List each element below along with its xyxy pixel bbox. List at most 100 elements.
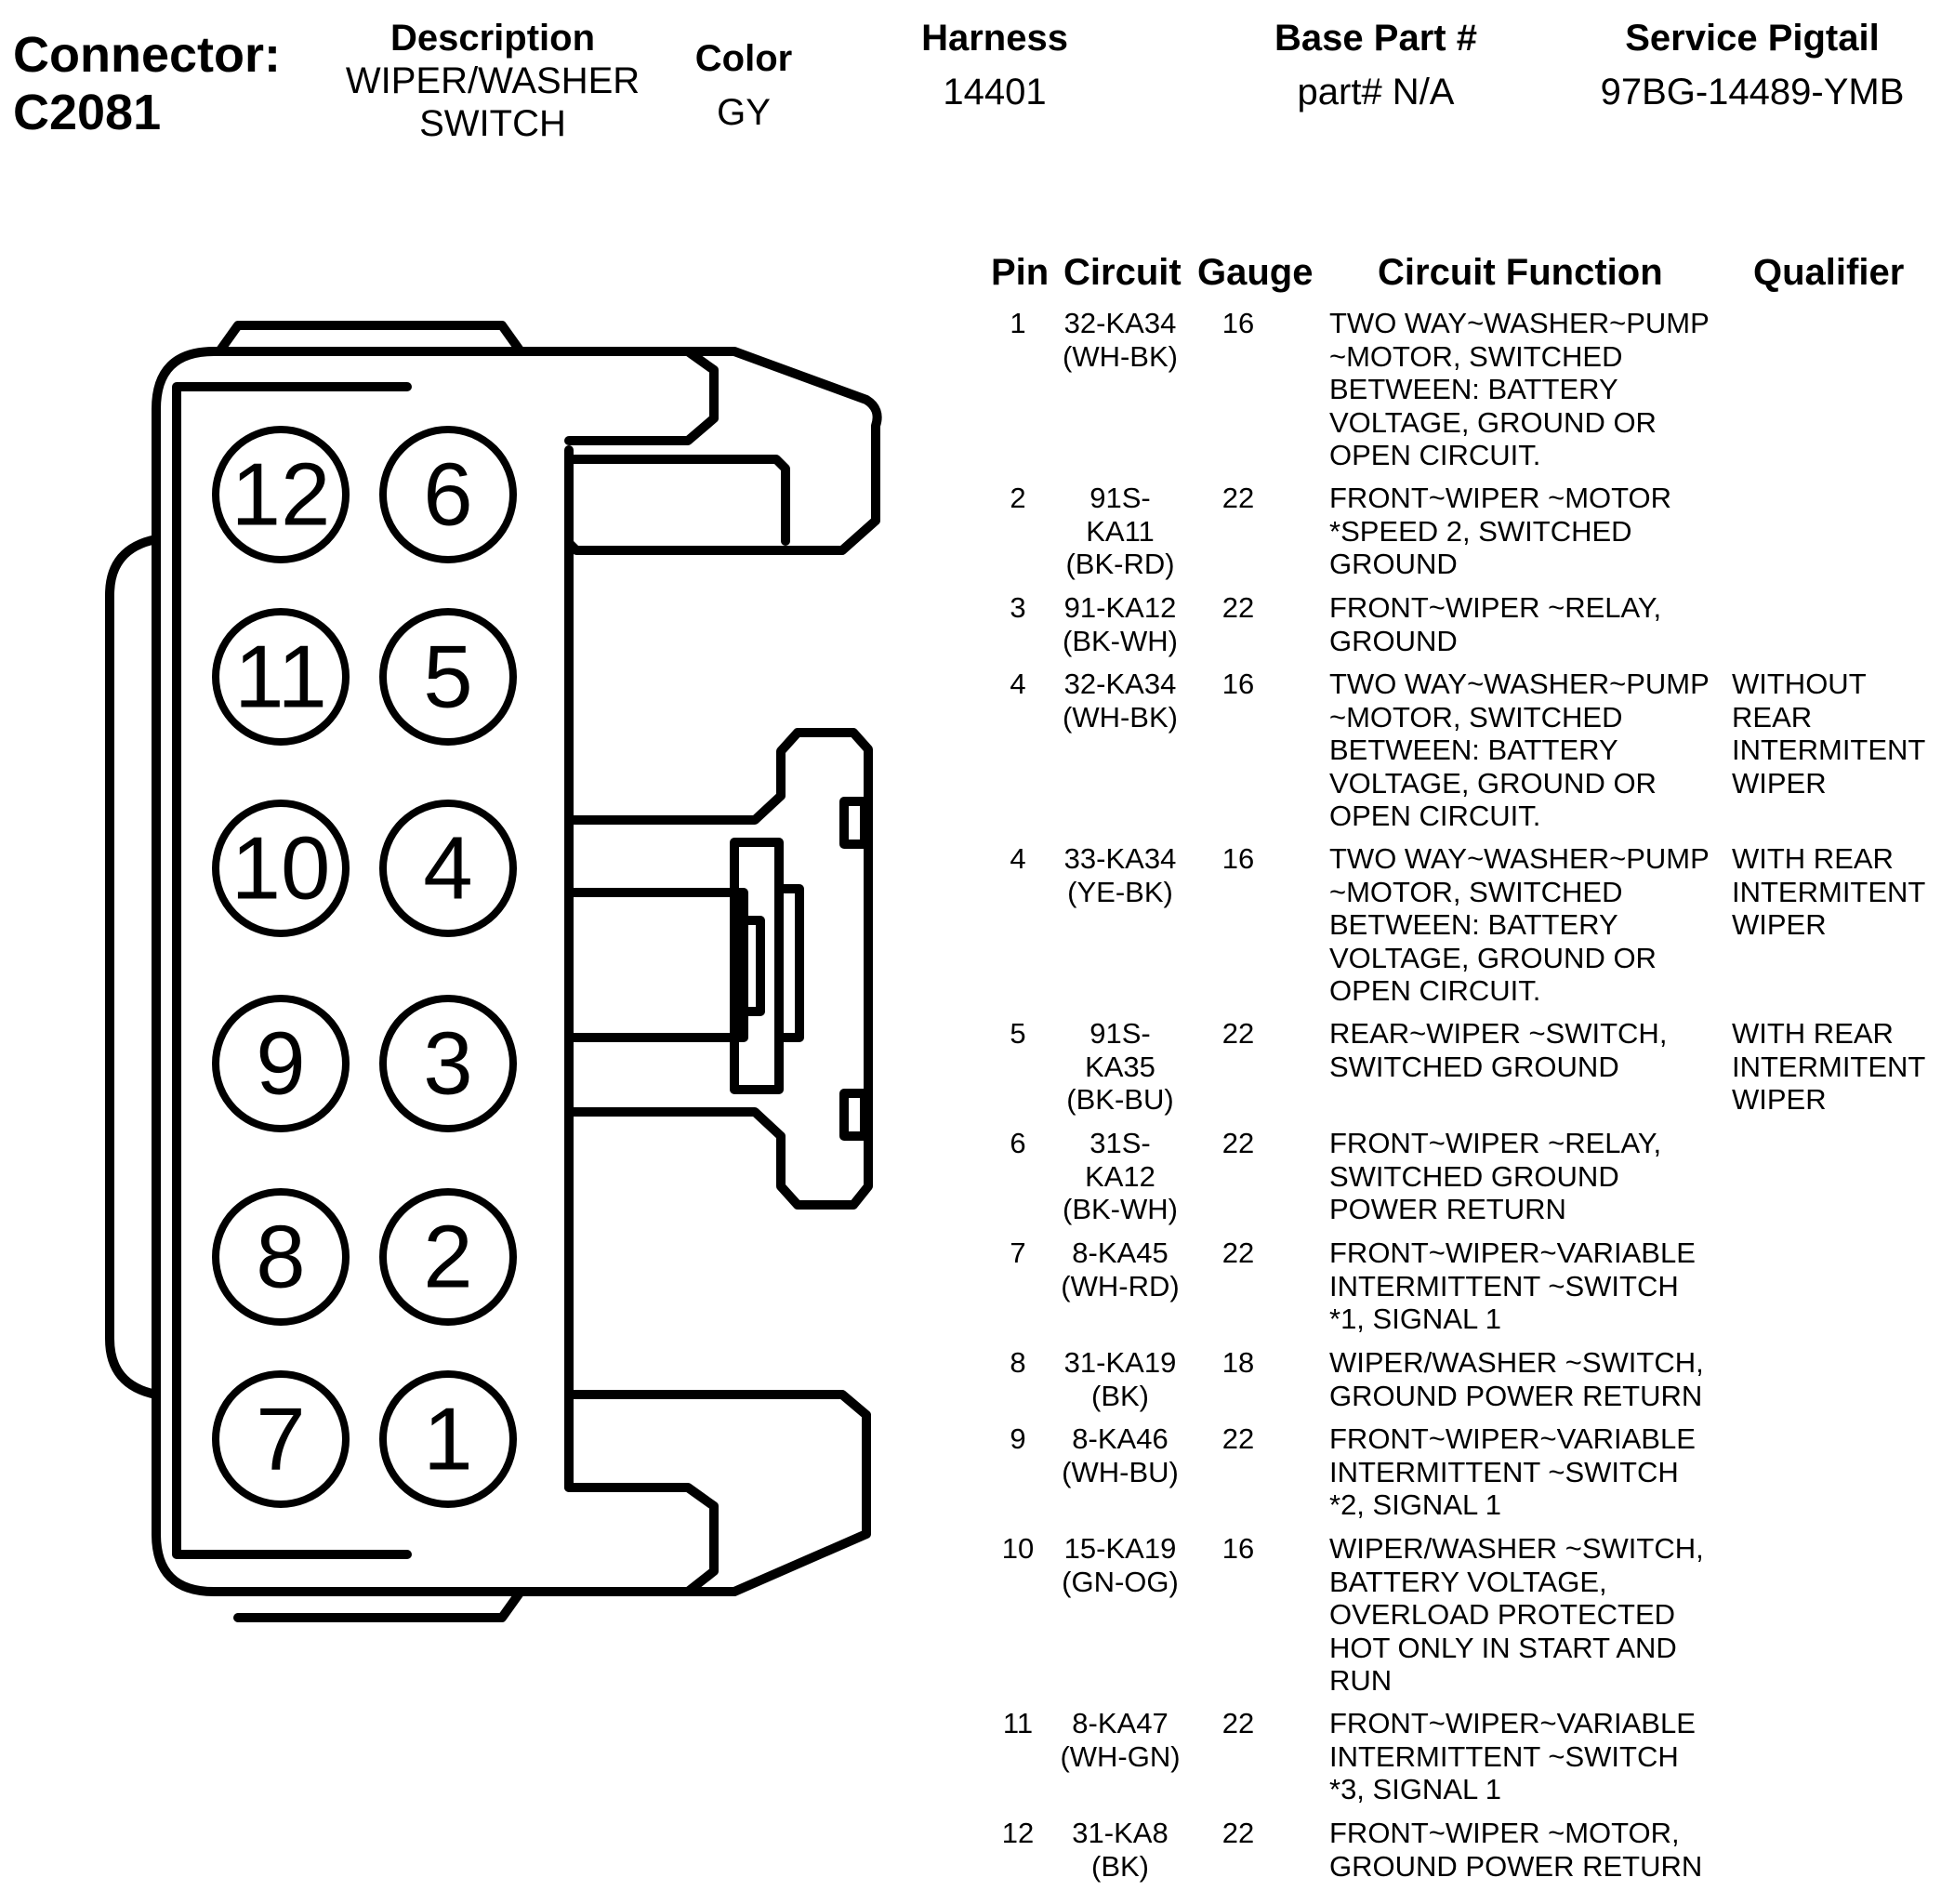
pin-number: 9 — [256, 1014, 305, 1114]
pin-4: 4 — [379, 800, 517, 937]
cell-pin: 3 — [1010, 591, 1026, 624]
pin-1: 1 — [379, 1370, 517, 1508]
cell-pin: 12 — [1001, 1817, 1035, 1849]
cell-circuit: 32-KA34 (WH-BK) — [1063, 307, 1178, 373]
cell-function: FRONT~WIPER~VARIABLE INTERMITTENT ~SWITC… — [1329, 1707, 1696, 1805]
locking-tab-notch — [739, 916, 765, 1016]
cell-function: FRONT~WIPER ~RELAY, SWITCHED GROUND POWE… — [1329, 1127, 1662, 1225]
pin-circle — [212, 608, 350, 746]
pin-number: 11 — [234, 628, 327, 727]
harness-value: 14401 — [943, 72, 1047, 112]
pin-number: 7 — [256, 1390, 305, 1489]
cell-pin: 5 — [1010, 1017, 1026, 1050]
pin-7: 7 — [212, 1370, 350, 1508]
bottom-latch-step — [564, 1483, 719, 1596]
cell-pin: 8 — [1010, 1346, 1026, 1379]
cell-circuit: 33-KA34 (YE-BK) — [1063, 842, 1177, 908]
connector-face-diagram: 12 11 10 9 8 7 6 5 — [105, 321, 882, 1622]
pin-11: 11 — [212, 608, 350, 746]
cell-circuit: 31-KA19 (BK) — [1063, 1346, 1177, 1412]
cell-circuit: 31-KA8 (BK) — [1072, 1817, 1169, 1883]
cell-gauge: 22 — [1221, 1707, 1255, 1739]
cell-gauge: 16 — [1221, 1532, 1255, 1565]
cell-pin: 4 — [1010, 668, 1026, 700]
cell-gauge: 22 — [1221, 482, 1255, 514]
cell-gauge: 22 — [1221, 1017, 1255, 1050]
cell-function: REAR~WIPER ~SWITCH, SWITCHED GROUND — [1329, 1017, 1668, 1083]
cell-circuit: 31S- KA12 (BK-WH) — [1063, 1127, 1178, 1225]
locking-tab-lower-nub — [839, 1089, 869, 1141]
description-label: Description — [390, 18, 596, 59]
cell-function: FRONT~WIPER~VARIABLE INTERMITTENT ~SWITC… — [1329, 1236, 1696, 1335]
cell-function: TWO WAY~WASHER~PUMP ~MOTOR, SWITCHED BET… — [1329, 307, 1710, 471]
cell-gauge: 16 — [1221, 668, 1255, 700]
col-header-circuit: Circuit — [1063, 252, 1182, 293]
connector-id: C2081 — [13, 85, 162, 140]
col-header-circuit-function: Circuit Function — [1378, 252, 1663, 293]
cell-function: WIPER/WASHER ~SWITCH, BATTERY VOLTAGE, O… — [1329, 1532, 1704, 1697]
cell-pin: 4 — [1010, 842, 1026, 875]
pin-10: 10 — [212, 800, 350, 937]
cell-function: FRONT~WIPER~VARIABLE INTERMITTENT ~SWITC… — [1329, 1422, 1696, 1521]
cell-circuit: 8-KA45 (WH-RD) — [1061, 1236, 1180, 1302]
pin-circle — [379, 1370, 517, 1508]
side-bump — [105, 535, 161, 1399]
cell-function: FRONT~WIPER ~RELAY, GROUND — [1329, 591, 1662, 657]
cell-circuit: 15-KA19 (GN-OG) — [1062, 1532, 1179, 1598]
cell-circuit: 91S- KA35 (BK-BU) — [1066, 1017, 1174, 1116]
housing-body — [152, 347, 871, 1596]
pin-circle — [379, 1188, 517, 1326]
cell-pin: 1 — [1010, 307, 1026, 339]
service-pigtail-label: Service Pigtail — [1625, 18, 1880, 59]
top-latch-step — [564, 347, 719, 445]
base-part-value: part# N/A — [1297, 72, 1455, 112]
pin-12: 12 — [212, 426, 350, 563]
cell-gauge: 16 — [1221, 842, 1255, 875]
pin-number: 2 — [423, 1208, 472, 1307]
pin-number: 8 — [256, 1208, 305, 1307]
pin-circle — [212, 995, 350, 1132]
locking-tab-slot — [730, 838, 784, 1094]
cell-gauge: 22 — [1221, 591, 1255, 624]
description-block: Description WIPER/WASHER SWITCH — [321, 17, 665, 145]
cell-function: TWO WAY~WASHER~PUMP ~MOTOR, SWITCHED BET… — [1329, 668, 1710, 832]
cell-function: WIPER/WASHER ~SWITCH, GROUND POWER RETUR… — [1329, 1346, 1704, 1412]
cell-circuit: 32-KA34 (WH-BK) — [1063, 668, 1178, 734]
pin-circle — [212, 800, 350, 937]
connector-title: Connector: C2081 — [13, 26, 281, 141]
pin-number: 10 — [231, 819, 331, 919]
cell-qualifier: WITH REAR INTERMITENT WIPER — [1732, 842, 1926, 941]
pin-circle — [379, 995, 517, 1132]
bottom-tab — [233, 1587, 525, 1622]
cell-pin: 11 — [1002, 1707, 1034, 1739]
locking-tab — [564, 728, 873, 1210]
harness-label: Harness — [921, 18, 1068, 59]
cell-gauge: 16 — [1221, 307, 1255, 339]
cell-function: FRONT~WIPER ~MOTOR *SPEED 2, SWITCHED GR… — [1329, 482, 1672, 580]
cell-circuit: 8-KA46 (WH-BU) — [1062, 1422, 1179, 1488]
cell-pin: 7 — [1010, 1236, 1026, 1269]
cell-qualifier: WITH REAR INTERMITENT WIPER — [1732, 1017, 1926, 1116]
harness-block: Harness 14401 — [874, 17, 1116, 113]
cell-circuit: 91-KA12 (BK-WH) — [1063, 591, 1178, 657]
pin-number: 6 — [423, 445, 472, 545]
cell-gauge: 22 — [1221, 1236, 1255, 1269]
cell-circuit: 8-KA47 (WH-GN) — [1060, 1707, 1181, 1773]
base-part-block: Base Part # part# N/A — [1236, 17, 1515, 113]
locking-tab-upper-nub — [839, 797, 869, 849]
cell-qualifier: WITHOUT REAR INTERMITENT WIPER — [1732, 668, 1926, 800]
cell-gauge: 22 — [1221, 1127, 1255, 1159]
pin-left-column: 12 11 10 9 8 7 — [212, 426, 350, 1508]
cell-function: TWO WAY~WASHER~PUMP ~MOTOR, SWITCHED BET… — [1329, 842, 1710, 1007]
pin-6: 6 — [379, 426, 517, 563]
cell-gauge: 18 — [1221, 1346, 1255, 1379]
pin-number: 5 — [423, 628, 472, 727]
connector-housing-outline — [105, 321, 882, 1622]
cell-function: FRONT~WIPER ~MOTOR, GROUND POWER RETURN — [1329, 1817, 1703, 1883]
pin-right-column: 6 5 4 3 2 1 — [379, 426, 517, 1508]
color-label: Color — [694, 38, 793, 79]
pin-5: 5 — [379, 608, 517, 746]
cell-gauge: 22 — [1221, 1422, 1255, 1455]
pin-8: 8 — [212, 1188, 350, 1326]
col-header-pin: Pin — [991, 252, 1050, 293]
